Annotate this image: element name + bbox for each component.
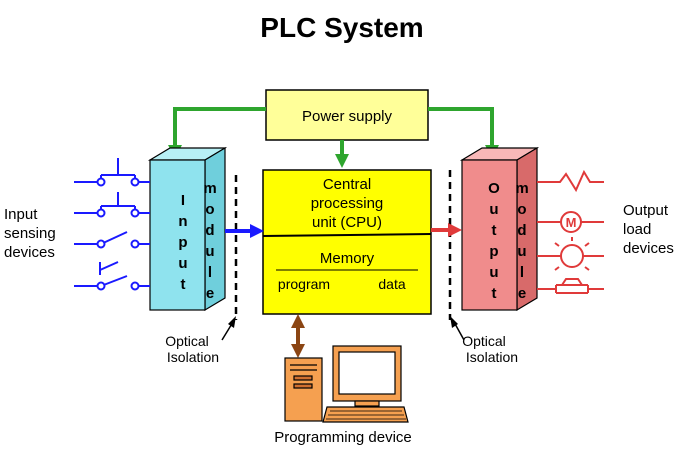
optical-isolation-right-label: Optical Isolation: [462, 333, 518, 365]
input-letter: p: [178, 234, 187, 251]
input-module-label: I n p u t m o d u l e: [178, 180, 216, 302]
isolation-label-line: Optical: [165, 333, 209, 349]
cpu-box: [262, 169, 432, 315]
input-switches: [74, 158, 150, 287]
power-supply-label: Power supply: [302, 108, 393, 125]
input-letter: I: [181, 192, 185, 209]
module-letter: d: [205, 222, 214, 239]
cpu-to-output-arrow: [431, 223, 462, 237]
switch-terminals: [96, 177, 140, 291]
memory-program-label: program: [278, 276, 330, 292]
module-letter: u: [517, 243, 526, 260]
isolation-label-line: Optical: [462, 333, 506, 349]
input-to-cpu-arrow: [225, 224, 264, 238]
output-letter: t: [492, 285, 497, 302]
cpu-label-line: Central: [323, 176, 371, 193]
module-letter: m: [515, 180, 528, 197]
input-devices-line: Input: [4, 206, 38, 223]
motor-symbol: M: [566, 215, 577, 230]
output-module: [459, 146, 540, 312]
lamp-icon: [537, 237, 604, 271]
output-letter: t: [492, 222, 497, 239]
optical-isolation-right-pointer: [450, 316, 465, 341]
input-devices-label: Input sensing devices: [4, 206, 56, 261]
module-letter: o: [205, 201, 214, 218]
output-devices: [537, 169, 604, 294]
module-letter: m: [203, 180, 216, 197]
output-devices-line: devices: [623, 240, 674, 257]
output-devices-label: Output load devices: [623, 202, 674, 257]
isolation-label-line: Isolation: [167, 349, 219, 365]
module-letter: e: [206, 285, 214, 302]
memory-data-label: data: [378, 276, 405, 292]
output-letter: u: [489, 264, 498, 281]
output-devices-line: Output: [623, 202, 669, 219]
input-letter: n: [178, 213, 187, 230]
cpu-label-line: unit (CPU): [312, 214, 382, 231]
module-letter: l: [208, 264, 212, 281]
pushbutton-switch-icon: [74, 192, 150, 214]
programming-link-arrow: [291, 314, 305, 358]
computer-icon: [284, 345, 409, 423]
memory-label: Memory: [320, 250, 375, 267]
output-letter: p: [489, 243, 498, 260]
module-letter: d: [517, 222, 526, 239]
module-letter: o: [517, 201, 526, 218]
pushbutton-switch-icon: [74, 158, 150, 183]
power-supply-box: Power supply: [265, 89, 429, 141]
output-letter: u: [489, 201, 498, 218]
power-lines: [173, 107, 494, 155]
output-module-label: O u t p u t m o d u l e: [488, 180, 529, 302]
input-letter: t: [181, 276, 186, 293]
optical-isolation-left-pointer: [221, 316, 236, 341]
input-devices-line: sensing: [4, 225, 56, 242]
input-module: [147, 146, 228, 312]
programming-device-label: Programming device: [274, 429, 412, 446]
module-letter: u: [205, 243, 214, 260]
heater-icon: [537, 169, 604, 193]
output-devices-line: load: [623, 221, 651, 238]
input-devices-line: devices: [4, 244, 55, 261]
horn-icon: [537, 278, 604, 294]
page-title: PLC System: [260, 12, 423, 43]
input-letter: u: [178, 255, 187, 272]
module-letter: e: [518, 285, 526, 302]
cpu-label: Central processing unit (CPU): [311, 176, 384, 231]
module-letter: l: [520, 264, 524, 281]
optical-isolation-left-label: Optical Isolation: [165, 333, 219, 365]
isolation-label-line: Isolation: [466, 349, 518, 365]
cpu-label-line: processing: [311, 195, 384, 212]
motor-icon: [537, 211, 604, 233]
output-letter: O: [488, 180, 500, 197]
limit-switch-icon: [74, 261, 150, 287]
